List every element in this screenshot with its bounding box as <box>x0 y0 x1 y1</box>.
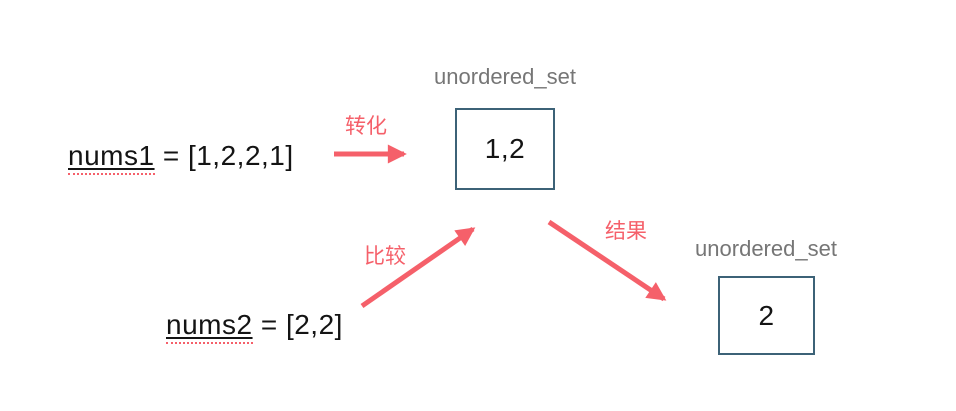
nums2-declaration: nums2 = [2,2] <box>166 309 343 344</box>
set2-box: 2 <box>718 276 815 355</box>
compare-arrow-label: 比较 <box>364 245 406 268</box>
set1-value: 1,2 <box>484 133 526 164</box>
set2-type-label: unordered_set <box>695 236 837 261</box>
nums1-declaration: nums1 = [1,2,2,1] <box>68 140 294 175</box>
set2-value: 2 <box>758 299 775 331</box>
nums1-assignment: = [1,2,2,1] <box>154 140 294 171</box>
set1-box: 1,2 <box>455 108 555 190</box>
transform-arrow-label: 转化 <box>345 115 387 138</box>
result-arrow-label: 结果 <box>605 220 647 243</box>
nums2-assignment: = [2,2] <box>252 309 343 340</box>
nums2-variable-name: nums2 <box>166 309 253 344</box>
set1-type-label: unordered_set <box>434 64 576 89</box>
nums1-variable-name: nums1 <box>68 140 155 175</box>
